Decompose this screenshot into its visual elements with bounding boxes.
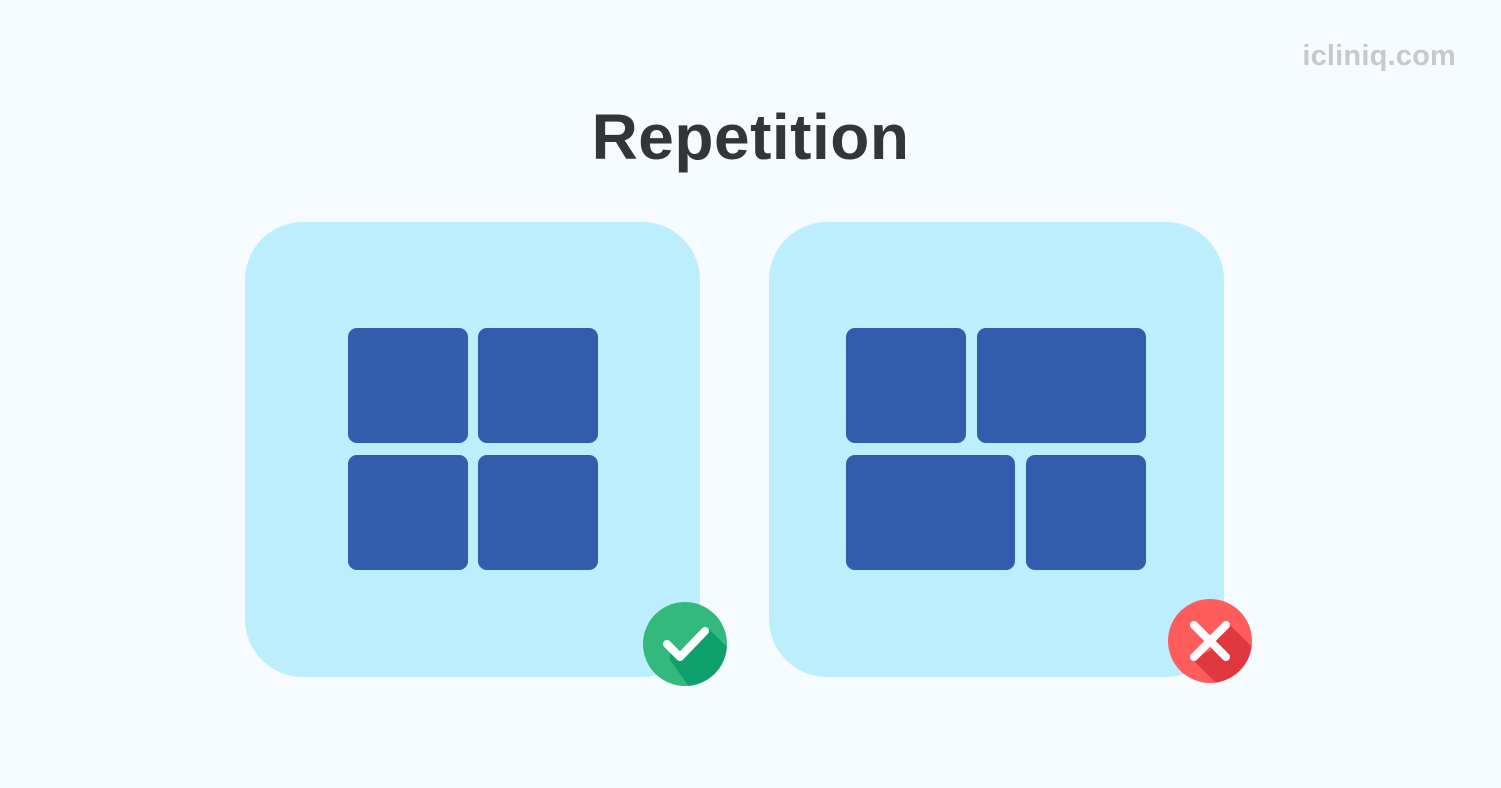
site-brand: icliniq.com (1302, 40, 1456, 72)
grid-tile (977, 328, 1146, 443)
inconsistent-layout-panel (769, 222, 1224, 677)
grid-tile (846, 455, 1015, 570)
grid-tile (478, 328, 598, 443)
cross-mark-icon (1168, 599, 1252, 683)
grid-tile (478, 455, 598, 570)
grid-tile (846, 328, 966, 443)
grid-tile (348, 455, 468, 570)
consistent-layout-panel (245, 222, 700, 677)
check-mark-icon (643, 602, 727, 686)
page-title: Repetition (591, 101, 910, 173)
grid-tile (348, 328, 468, 443)
grid-tile (1026, 455, 1146, 570)
